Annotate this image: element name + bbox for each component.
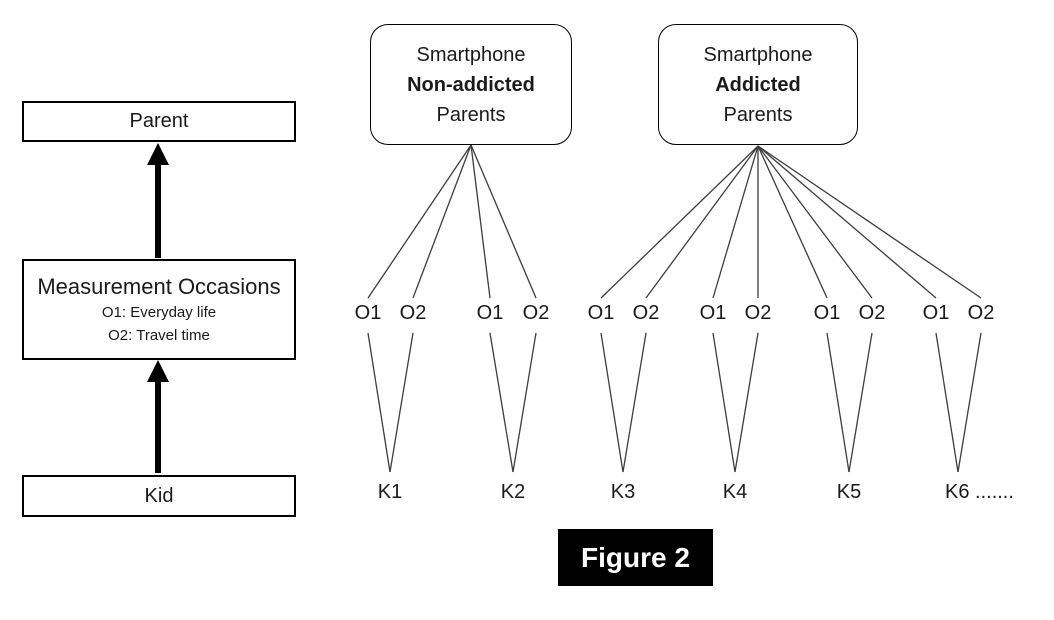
occasion-label-k5-o2: O2	[858, 302, 886, 324]
edge-o1-k4	[712, 332, 736, 473]
edge-o2-k2	[512, 332, 537, 473]
edge-o2-k1	[389, 332, 414, 473]
edge-o2-k5	[848, 332, 873, 473]
occasion-label-k6-o1: O1	[922, 302, 950, 324]
kid-label-k4: K4	[722, 481, 748, 503]
measurement-occasions-title: Measurement Occasions	[37, 274, 281, 299]
edge-o1-k3	[600, 332, 624, 473]
fan-lines-nonaddicted	[367, 144, 537, 299]
kid-label-k2: K2	[500, 481, 526, 503]
occasion-label-k4-o2: O2	[744, 302, 772, 324]
edge-g2-k5-o1	[757, 145, 828, 299]
edge-o1-k2	[489, 332, 514, 473]
occasion-label-k6-o2: O2	[967, 302, 995, 324]
addicted-parents-box: Smartphone Addicted Parents	[658, 24, 858, 145]
figure-caption: Figure 2	[558, 529, 713, 586]
occasion-label-k1-o2: O2	[399, 302, 427, 324]
occasion-to-kid-lines	[367, 332, 982, 473]
parent-box: Parent	[22, 101, 296, 142]
edge-g2-k4-o1	[712, 145, 759, 299]
group1-line1: Smartphone	[416, 43, 526, 66]
group2-line2: Addicted	[715, 73, 801, 96]
occasion-label-k3-o1: O1	[587, 302, 615, 324]
group1-line2: Non-addicted	[407, 73, 535, 96]
edge-g2-k6-o2	[757, 145, 982, 299]
edge-o2-k6	[957, 332, 982, 473]
kid-box-label: Kid	[144, 484, 174, 507]
nonaddicted-parents-box: Smartphone Non-addicted Parents	[370, 24, 572, 145]
kid-label-k3: K3	[610, 481, 636, 503]
occasion-label-k4-o1: O1	[699, 302, 727, 324]
kid-box: Kid	[22, 475, 296, 517]
measurement-occasions-box: Measurement Occasions O1: Everyday life …	[22, 259, 296, 360]
edge-o2-k3	[622, 332, 647, 473]
parent-box-label: Parent	[129, 110, 189, 132]
group2-line1: Smartphone	[703, 43, 813, 66]
occasions-to-parent-arrow	[147, 143, 169, 258]
fan-lines-addicted	[600, 145, 982, 299]
group1-line3: Parents	[436, 103, 506, 126]
kid-label-k5: K5	[836, 481, 862, 503]
occasion-label-k3-o2: O2	[632, 302, 660, 324]
occasion-2-description: O2: Travel time	[108, 327, 210, 344]
occasion-label-k2-o2: O2	[522, 302, 550, 324]
edge-g1-k2-o1	[470, 144, 491, 299]
edge-g1-k1-o1	[367, 144, 472, 299]
edge-g2-k6-o1	[757, 145, 937, 299]
occasion-label-k2-o1: O1	[476, 302, 504, 324]
group2-line3: Parents	[723, 103, 793, 126]
figure-caption-label: Figure 2	[581, 541, 690, 573]
occasion-label-k1-o1: O1	[354, 302, 382, 324]
edge-g2-k5-o2	[757, 145, 873, 299]
kid-to-occasions-arrow	[147, 360, 169, 473]
occasion-label-k5-o1: O1	[813, 302, 841, 324]
kid-label-k6: K6 .......	[945, 481, 1014, 503]
edge-g1-k2-o2	[470, 144, 537, 299]
arrow-head-icon	[147, 143, 169, 165]
edge-o1-k5	[826, 332, 850, 473]
edge-g2-k3-o2	[645, 145, 759, 299]
edge-o1-k6	[935, 332, 959, 473]
edge-o2-k4	[734, 332, 759, 473]
edge-g2-k3-o1	[600, 145, 759, 299]
edge-g1-k1-o2	[412, 144, 472, 299]
edge-o1-k1	[367, 332, 391, 473]
arrow-head-icon	[147, 360, 169, 382]
occasion-1-description: O1: Everyday life	[101, 304, 217, 321]
kid-label-k1: K1	[377, 481, 403, 503]
